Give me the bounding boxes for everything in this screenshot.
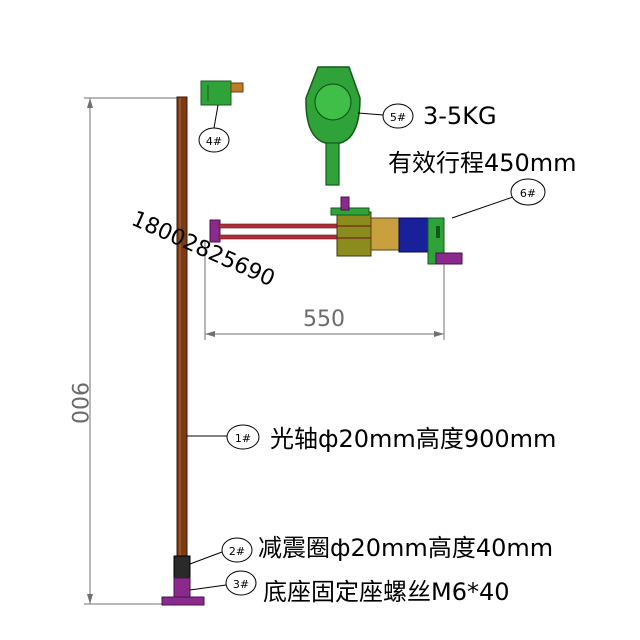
callout-5-description: 3-5KG [423,102,497,130]
clamp-block-body [200,80,232,106]
phone-number: 18002825690 [128,207,279,292]
callout-2-leader [189,551,223,565]
callout-2-description: 减震圈ф20mm高度40mm [258,534,553,562]
arm-end-bracket-slot [436,226,440,238]
arm-slider-top-rail [330,207,370,216]
callout-2-bubble [221,537,253,563]
callout-3: 3# 底座固定座螺丝M6*40 [189,570,510,606]
callout-1-description: 光轴ф20mm高度900mm [270,425,556,453]
arm-rod-top [218,223,338,229]
spring-balancer [305,66,361,186]
callout-1-bubble [226,424,260,450]
clamp-block [200,80,244,106]
arm-end-foot [435,252,463,265]
callout-3-description: 底座固定座螺丝M6*40 [263,578,510,606]
width-arrow-right [434,331,444,337]
height-arrow-bottom [87,594,93,604]
pole-shaft [176,96,188,558]
callout-1-tag: 1# [235,432,251,445]
arm-end-cap [209,219,221,243]
callout-5-tag: 5# [390,111,406,124]
base-plate [161,596,205,606]
clamp-block-knob [230,82,244,93]
arm-motor-block [398,217,429,253]
arm-assembly [209,196,463,265]
balancer-drum [314,83,352,121]
callout-6: 6# [451,178,546,219]
callout-4: 4# [198,104,230,153]
width-dimension-value: 550 [303,307,345,332]
callout-5: 5# 3-5KG 有效行程450mm [357,102,577,177]
width-arrow-left [205,331,215,337]
callout-4-tag: 4# [206,135,222,148]
width-dimension: 550 [204,240,445,340]
height-dimension: 900 [66,97,185,605]
callout-6-tag: 6# [520,187,536,200]
callout-3-tag: 3# [233,578,249,591]
callout-4-leader [213,104,219,129]
callout-5-bubble [382,103,414,129]
callout-6-leader [451,196,514,219]
callout-5-leader [357,112,384,116]
stroke-note: 有效行程450mm [388,149,577,177]
callout-2-tag: 2# [229,545,245,558]
callout-3-bubble [225,570,257,596]
arm-slider-knob [340,196,350,211]
base-mount [161,577,205,606]
damping-ring [173,555,191,579]
callout-6-bubble [510,178,546,206]
arm-bracket [370,217,400,251]
callout-3-leader [189,584,227,591]
arm-slider [336,211,372,257]
callout-1: 1# 光轴ф20mm高度900mm [187,424,556,453]
callout-2: 2# 减震圈ф20mm高度40mm [189,534,553,565]
base-collar [173,577,191,599]
arm-rod-bottom [218,234,338,240]
callout-4-bubble [198,127,230,153]
pole [176,96,188,558]
height-dimension-value: 900 [66,382,91,424]
height-arrow-top [87,98,93,108]
balancer-cable-housing [325,142,340,186]
